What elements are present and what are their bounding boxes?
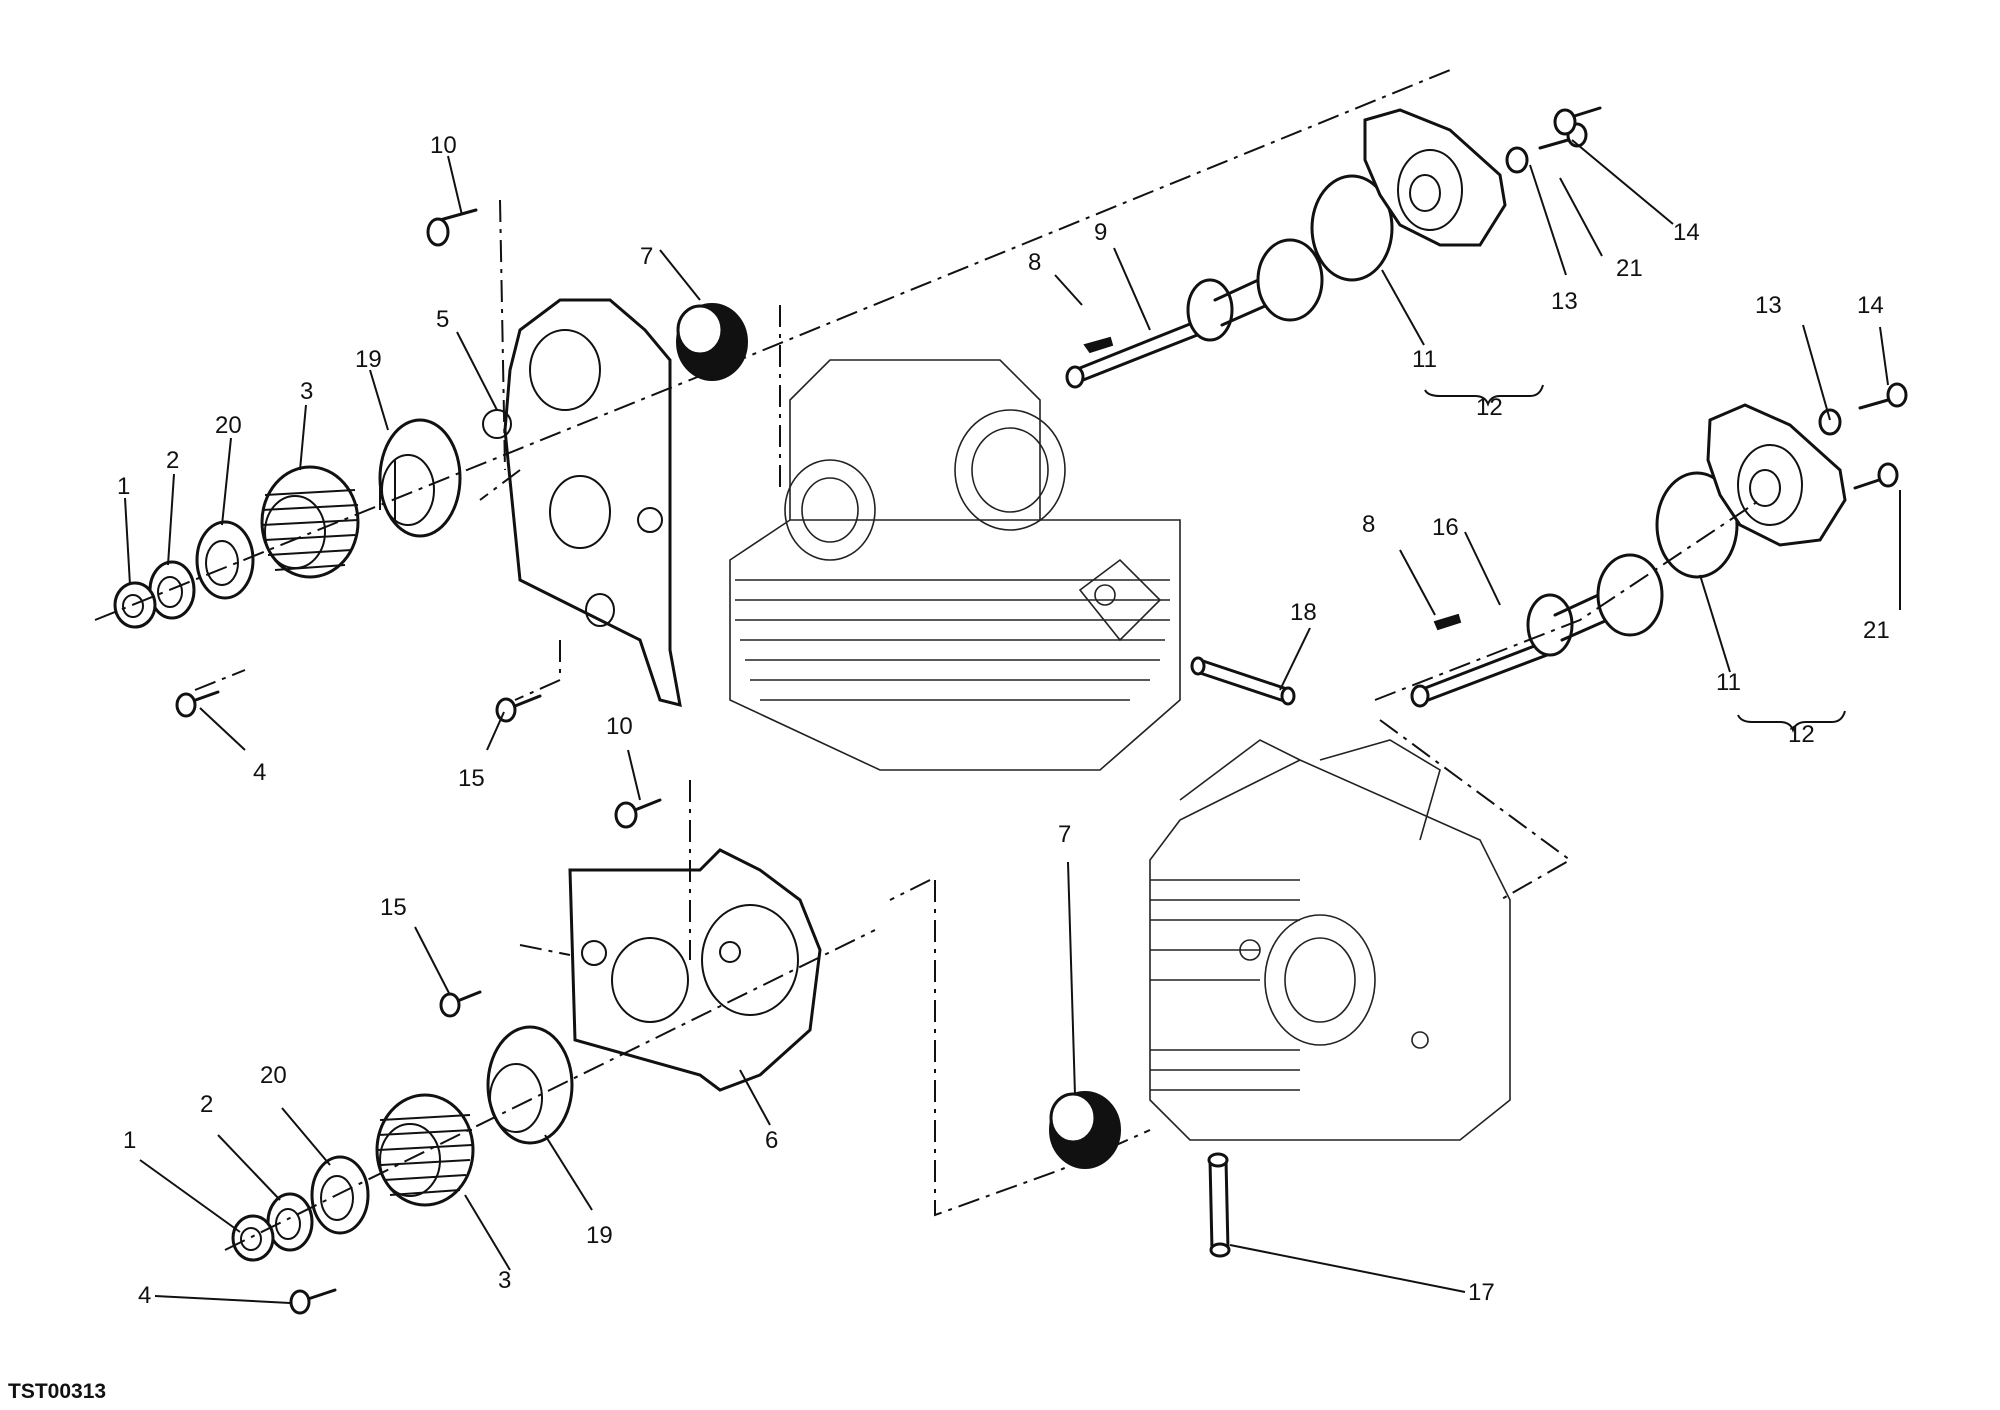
callout-7-lower: 7 [1058, 821, 1071, 848]
callout-1-lower: 1 [123, 1127, 136, 1154]
callout-11-lower: 11 [1716, 669, 1741, 696]
washer-20-upper [195, 520, 255, 600]
drawing-code: TST00313 [8, 1380, 106, 1403]
camshaft-upper [1065, 238, 1324, 389]
callout-12-upper: 12 [1476, 394, 1503, 421]
callout-6: 6 [765, 1127, 778, 1154]
o-ring-11-lower [1655, 471, 1739, 579]
nut-1-lower [231, 1214, 275, 1262]
stud-17 [1207, 1152, 1231, 1258]
callout-16: 16 [1432, 514, 1459, 541]
callout-13-upper: 13 [1551, 288, 1578, 315]
callout-3-lower: 3 [498, 1267, 511, 1294]
callout-14-lower: 14 [1857, 292, 1884, 319]
stud-18 [1190, 656, 1296, 706]
callout-15-upper: 15 [458, 765, 485, 792]
callout-2-lower: 2 [200, 1091, 213, 1118]
callout-4-upper: 4 [253, 759, 266, 786]
timing-belt-cover-lower [568, 848, 822, 1092]
screws-lower [289, 798, 662, 1315]
oil-seal-7-lower [1049, 1091, 1121, 1169]
callout-10-upper: 10 [430, 132, 457, 159]
cylinder-head-lower [1149, 739, 1511, 1141]
callout-10-lower: 10 [606, 713, 633, 740]
leader-lines [124, 139, 1901, 1304]
bracket-12-upper [1424, 384, 1544, 407]
callout-3-upper: 3 [300, 378, 313, 405]
bracket-12-lower [1737, 710, 1846, 733]
callout-14-upper: 14 [1673, 219, 1700, 246]
callout-20-upper: 20 [215, 412, 242, 439]
callout-17: 17 [1468, 1279, 1495, 1306]
screws-upper [175, 208, 542, 723]
callout-15-lower: 15 [380, 894, 407, 921]
callout-8-upper: 8 [1028, 249, 1041, 276]
screws-upper-right [1505, 106, 1602, 174]
callout-4-lower: 4 [138, 1282, 151, 1309]
assembly-lines [94, 69, 1761, 1251]
callout-labels: 10 7 5 19 3 20 2 1 4 15 8 9 11 12 13 14 … [8, 132, 1890, 1403]
timing-pulley-lower [375, 1093, 475, 1207]
callout-9: 9 [1094, 219, 1107, 246]
cylinder-head-upper [729, 359, 1181, 771]
washer-20-lower [310, 1155, 370, 1235]
callout-21-upper: 21 [1616, 255, 1643, 282]
washer-2-lower [266, 1192, 314, 1252]
callout-11-upper: 11 [1412, 346, 1437, 373]
oil-seal-7-upper [676, 303, 748, 381]
callout-19-lower: 19 [586, 1222, 613, 1249]
callout-20-lower: 20 [260, 1062, 287, 1089]
callout-19-upper: 19 [355, 346, 382, 373]
callout-12-lower: 12 [1788, 721, 1815, 748]
callout-5: 5 [436, 306, 449, 333]
o-ring-11-upper [1310, 174, 1394, 282]
timing-belt-cover-upper [482, 298, 682, 708]
pulley-flange-lower [486, 1025, 574, 1145]
callout-13-lower: 13 [1755, 292, 1782, 319]
screws-lower-right [1818, 382, 1908, 490]
callout-2-upper: 2 [166, 447, 179, 474]
callout-18: 18 [1290, 599, 1317, 626]
bearing-support-12-upper [1363, 108, 1507, 247]
callout-7-upper: 7 [640, 243, 653, 270]
pulley-flange-upper [378, 418, 462, 538]
camshaft-lower [1410, 553, 1664, 708]
callout-1-upper: 1 [117, 473, 130, 500]
bearing-support-12-lower [1706, 403, 1847, 547]
nut-1-upper [113, 581, 157, 629]
callout-21-lower: 21 [1863, 617, 1890, 644]
callout-8-lower: 8 [1362, 511, 1375, 538]
timing-pulley-upper [260, 465, 360, 579]
